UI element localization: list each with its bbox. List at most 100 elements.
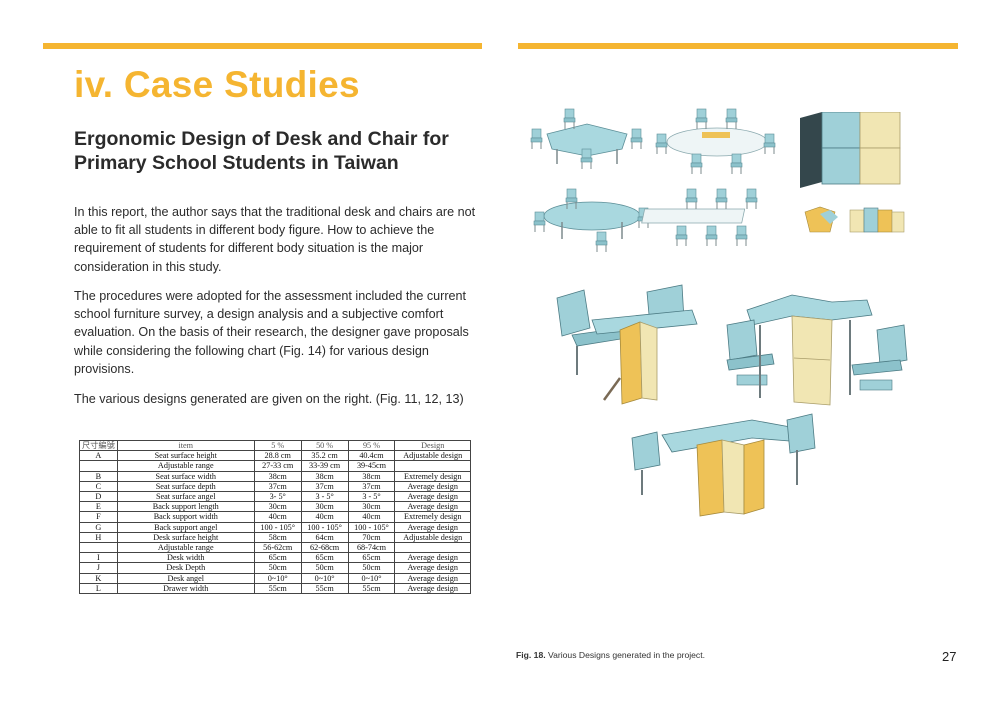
table-cell: 37cm xyxy=(300,480,349,493)
table-cell xyxy=(79,460,118,472)
figure-desk-renders xyxy=(556,284,908,517)
table-cell: Adjustable design xyxy=(394,450,471,462)
page-number: 27 xyxy=(942,649,957,664)
table-cell: Average design xyxy=(394,521,471,533)
table-cell xyxy=(394,542,471,554)
table-cell: Average design xyxy=(394,552,471,564)
table-cell: Adjustable range xyxy=(116,460,255,472)
table-cell: 30cm xyxy=(300,501,349,513)
table-cell: 37cm xyxy=(253,480,302,493)
table-cell: Drawer width xyxy=(116,582,255,595)
desk-cluster-1 xyxy=(530,108,643,170)
table-header-cell: 50 % xyxy=(300,439,349,452)
table-cell: Desk angel xyxy=(116,572,255,584)
table-cell: 35.2 cm xyxy=(300,450,349,462)
table-cell: Average design xyxy=(394,562,471,574)
table-cell xyxy=(79,542,118,554)
table-header-cell: 5 % xyxy=(253,439,302,452)
table-cell: 40.4cm xyxy=(347,450,396,462)
table-cell: 100 - 105° xyxy=(253,521,302,533)
storage-cabinet xyxy=(800,112,901,188)
table-cell: Back support width xyxy=(116,511,255,523)
table-cell: 30cm xyxy=(253,501,302,513)
table-cell: 56-62cm xyxy=(253,542,302,554)
table-cell: 100 - 105° xyxy=(347,521,396,533)
figure-storage-cabinets xyxy=(800,112,905,233)
table-header-cell: 尺寸編號 xyxy=(79,439,118,452)
case-study-heading: Ergonomic Design of Desk and Chair for P… xyxy=(74,128,449,174)
figure-desk-clusters xyxy=(530,108,776,253)
table-cell: 65cm xyxy=(347,552,396,564)
table-cell: 0~10° xyxy=(253,572,302,584)
paragraph-designs: The various designs generated are given … xyxy=(74,392,464,406)
table-cell: Seat surface angel xyxy=(116,491,255,503)
table-cell: 100 - 105° xyxy=(300,521,349,533)
table-cell: 30cm xyxy=(347,501,396,513)
table-cell: G xyxy=(79,521,118,533)
desk-cluster-2 xyxy=(655,108,776,175)
table-cell: 68-74cm xyxy=(347,542,396,554)
table-cell: Desk surface height xyxy=(116,531,255,544)
table-cell: 38cm xyxy=(300,470,349,482)
table-cell: Adjustable design xyxy=(394,531,471,544)
table-cell: Seat surface depth xyxy=(116,480,255,493)
table-cell: Average design xyxy=(394,491,471,503)
table-cell: B xyxy=(79,470,118,482)
table-cell: H xyxy=(79,531,118,544)
table-cell: 50cm xyxy=(300,562,349,574)
table-header-cell: Design xyxy=(394,439,471,452)
table-cell: Back support length xyxy=(116,501,255,513)
table-cell: 70cm xyxy=(347,531,396,544)
header-rule-right xyxy=(518,43,958,49)
table-cell: 40cm xyxy=(347,511,396,523)
table-cell: 3 - 5° xyxy=(347,491,396,503)
desk-render-2 xyxy=(726,294,908,406)
table-cell: J xyxy=(79,562,118,574)
table-cell: 3- 5° xyxy=(253,491,302,503)
table-cell: Extremely design xyxy=(394,470,471,482)
table-cell: Desk width xyxy=(116,552,255,564)
table-cell: E xyxy=(79,501,118,513)
table-cell: 28.8 cm xyxy=(253,450,302,462)
desk-render-3 xyxy=(631,413,816,517)
table-cell: 3 - 5° xyxy=(300,491,349,503)
table-cell: Back support angel xyxy=(116,521,255,533)
table-cell: 27-33 cm xyxy=(253,460,302,472)
table-cell: Average design xyxy=(394,572,471,584)
table-cell: 39-45cm xyxy=(347,460,396,472)
table-cell: 55cm xyxy=(347,582,396,595)
table-header-cell: 95 % xyxy=(347,439,396,452)
table-cell: 37cm xyxy=(347,480,396,493)
table-cell: Desk Depth xyxy=(116,562,255,574)
table-cell: 65cm xyxy=(300,552,349,564)
table-cell: Adjustable range xyxy=(116,542,255,554)
table-cell: 58cm xyxy=(253,531,302,544)
table-cell: 55cm xyxy=(300,582,349,595)
table-cell: 50cm xyxy=(253,562,302,574)
desk-cluster-4 xyxy=(641,188,758,247)
table-cell: 40cm xyxy=(253,511,302,523)
figure-caption-text: Various Designs generated in the project… xyxy=(548,650,706,660)
table-cell: 38cm xyxy=(253,470,302,482)
table-cell: L xyxy=(79,582,118,595)
header-rule-left xyxy=(43,43,482,49)
table-header-cell: item xyxy=(116,439,255,452)
table-cell: I xyxy=(79,552,118,564)
table-cell: 0~10° xyxy=(300,572,349,584)
table-cell: 38cm xyxy=(347,470,396,482)
table-cell: 55cm xyxy=(253,582,302,595)
table-cell xyxy=(394,460,471,472)
cube-stools xyxy=(804,206,905,233)
